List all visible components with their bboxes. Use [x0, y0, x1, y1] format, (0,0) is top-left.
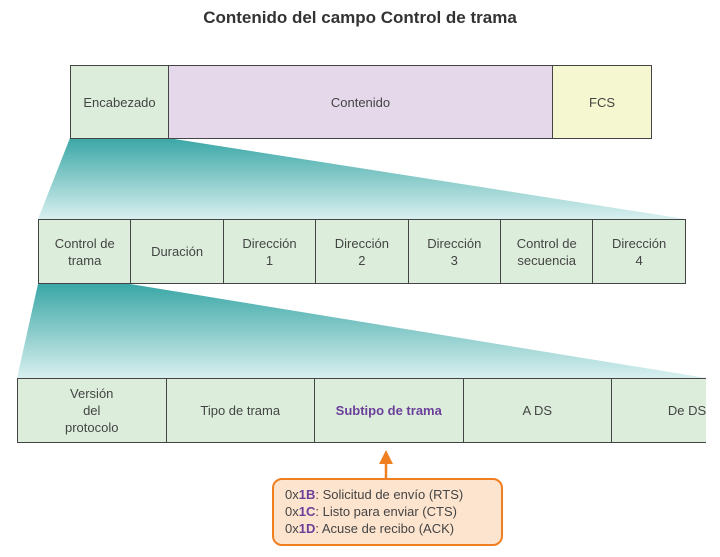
subtype-code: 1C [298, 504, 316, 519]
control-field-label: A DS [522, 403, 553, 418]
callout-arrow-head [379, 450, 393, 464]
zoom-fan-header [38, 138, 685, 219]
header-field-3: Dirección 1 [222, 219, 317, 284]
header-field-2: Duración [130, 219, 224, 284]
control-field-3: Subtipo de trama [314, 378, 464, 443]
header-field-label: Control de secuencia [516, 235, 577, 268]
subtype-code: 1D [298, 521, 316, 536]
frame-fcs-field: FCS [552, 65, 652, 139]
header-field-7: Dirección 4 [592, 219, 686, 284]
subtype-prefix: 0x [285, 487, 299, 502]
subtype-code: 1B [298, 487, 316, 502]
control-field-label: Tipo de trama [200, 403, 281, 418]
control-field-label: De DS [667, 403, 706, 418]
diagram-title: Contenido del campo Control de trama [203, 8, 517, 27]
subtype-entry: 0x1D: Acuse de recibo (ACK) [285, 520, 501, 537]
subtype-entry: 0x1B: Solicitud de envío (RTS) [285, 486, 501, 503]
subtype-callout: 0x1B: Solicitud de envío (RTS)0x1C: List… [272, 478, 503, 546]
subtype-entry: 0x1C: Listo para enviar (CTS) [285, 503, 501, 520]
header-field-label: Dirección 3 [427, 235, 482, 268]
header-field-4: Dirección 2 [315, 219, 409, 284]
control-field-2: Tipo de trama [165, 378, 315, 443]
frame-fcs-label: FCS [589, 94, 615, 110]
subtype-description: : Solicitud de envío (RTS) [315, 487, 464, 502]
subtype-description: : Acuse de recibo (ACK) [315, 521, 455, 536]
frame-header-label: Encabezado [83, 94, 156, 110]
control-field-1: Versión del protocolo [17, 378, 167, 443]
header-field-6: Control de secuencia [500, 219, 594, 284]
zoom-fan-control [17, 284, 706, 378]
control-field-5: De DS [611, 378, 706, 443]
header-field-1: Control de trama [38, 219, 132, 284]
frame-content-field: Contenido [168, 65, 553, 139]
control-field-label: Subtipo de trama [335, 403, 442, 418]
frame-header-field: Encabezado [70, 65, 169, 139]
subtype-description: : Listo para enviar (CTS) [315, 504, 457, 519]
subtype-prefix: 0x [285, 504, 299, 519]
subtype-prefix: 0x [285, 521, 299, 536]
header-field-label: Dirección 2 [334, 235, 389, 268]
control-field-4: A DS [462, 378, 612, 443]
control-field-label: Versión del protocolo [65, 386, 119, 435]
header-field-label: Control de trama [54, 235, 115, 268]
header-field-label: Duración [151, 244, 204, 259]
header-field-label: Dirección 1 [242, 235, 297, 268]
frame-content-label: Contenido [330, 94, 391, 110]
header-field-5: Dirección 3 [407, 219, 501, 284]
header-field-label: Dirección 4 [611, 235, 667, 268]
